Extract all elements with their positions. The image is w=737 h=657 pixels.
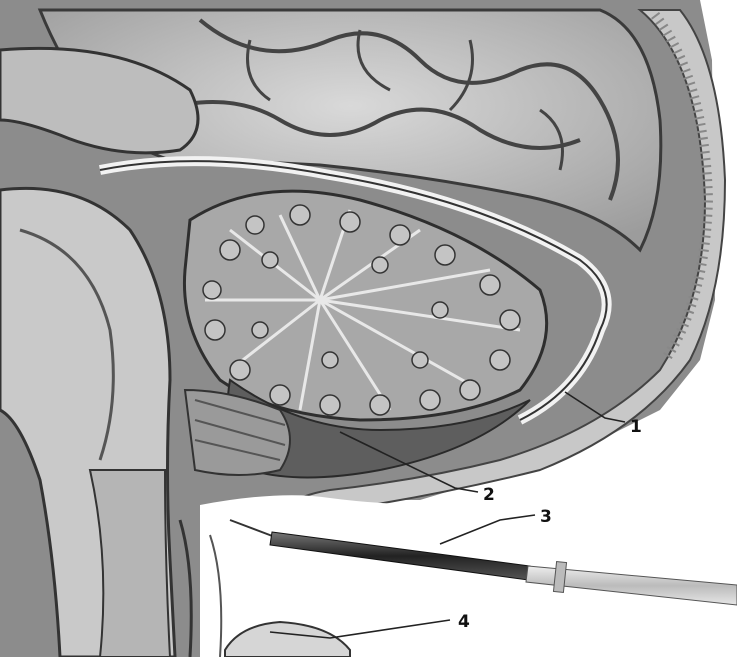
callout-label-1: 1 [630, 417, 642, 437]
callout-label-4: 4 [458, 612, 470, 632]
spinal-cord [90, 470, 170, 657]
callout-label-2: 2 [483, 485, 495, 505]
callout-label-3: 3 [540, 507, 552, 527]
